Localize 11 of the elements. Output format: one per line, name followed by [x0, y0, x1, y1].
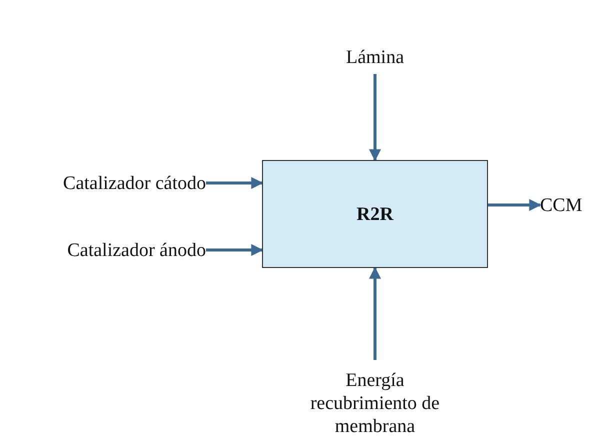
output-label: CCM [540, 192, 602, 218]
arrow [206, 244, 264, 256]
input-label: Energía recubrimiento de membrana [290, 360, 460, 446]
process-box: R2R [262, 160, 488, 268]
input-label: Lámina [300, 40, 450, 74]
arrow [488, 199, 542, 211]
input-label: Catalizador ánodo [4, 237, 206, 263]
input-label: Catalizador cátodo [4, 170, 206, 196]
arrow [369, 74, 381, 162]
arrow [369, 266, 381, 360]
arrow [206, 177, 264, 189]
